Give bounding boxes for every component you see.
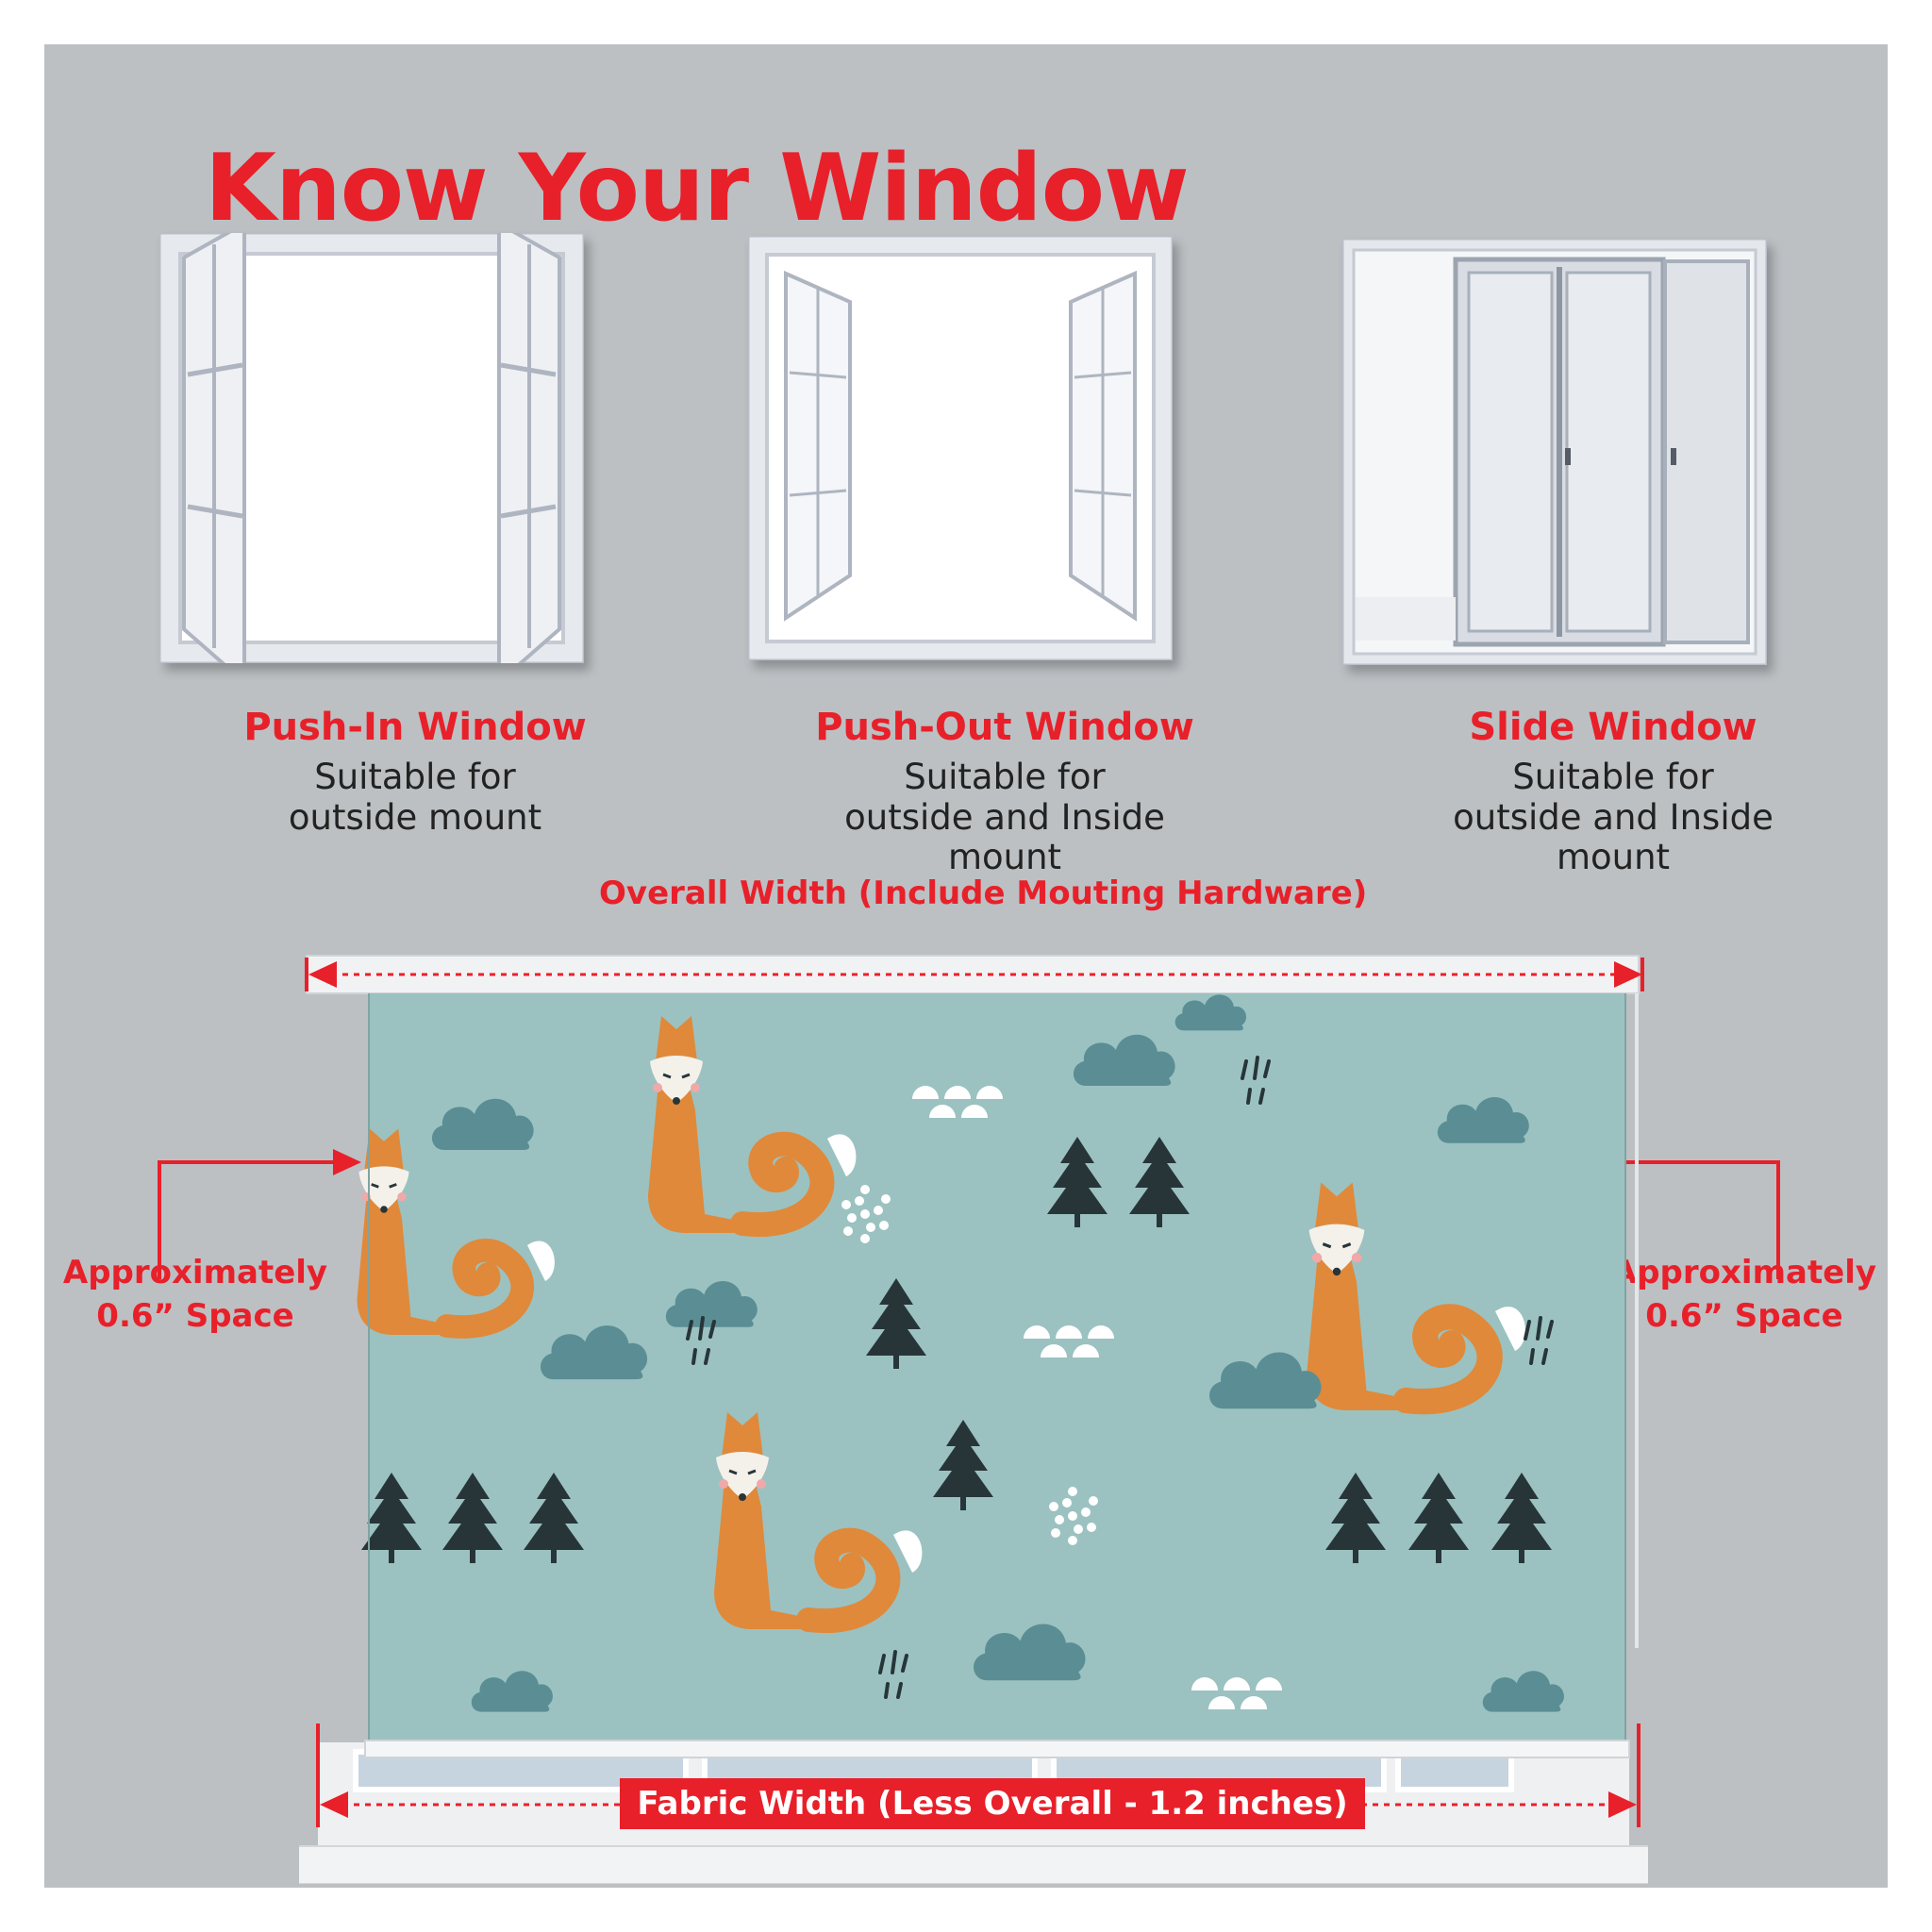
right-space-label: Approximately 0.6” Space — [1611, 1254, 1877, 1335]
fabric-width-label: Fabric Width (Less Overall - 1.2 inches) — [620, 1778, 1365, 1829]
push-out-title: Push-Out Window — [815, 706, 1194, 749]
push-in-description: Suitable for outside mount — [288, 757, 542, 838]
slide-description: Suitable for outside and Inside mount — [1453, 757, 1774, 878]
overall-width-label: Overall Width (Include Mouting Hardware) — [599, 874, 1368, 912]
left-space-label: Approximately 0.6” Space — [62, 1254, 328, 1335]
push-out-description: Suitable for outside and Inside mount — [844, 757, 1165, 878]
push-in-window-image — [159, 233, 584, 663]
push-in-title: Push-In Window — [243, 706, 587, 749]
page-title: Know Your Window — [205, 135, 1190, 242]
roller-blind-illustration — [289, 950, 1677, 1885]
push-out-window-image — [748, 236, 1173, 660]
slide-window-image — [1342, 239, 1767, 665]
push-out-caption: Push-Out Window Suitable for outside and… — [741, 705, 1269, 878]
slide-caption: Slide Window Suitable for outside and In… — [1349, 705, 1877, 878]
push-in-caption: Push-In Window Suitable for outside moun… — [151, 705, 679, 838]
slide-title: Slide Window — [1469, 706, 1757, 749]
left-space-arrow — [158, 1149, 361, 1279]
infographic-panel: Know Your Window — [44, 44, 1888, 1888]
